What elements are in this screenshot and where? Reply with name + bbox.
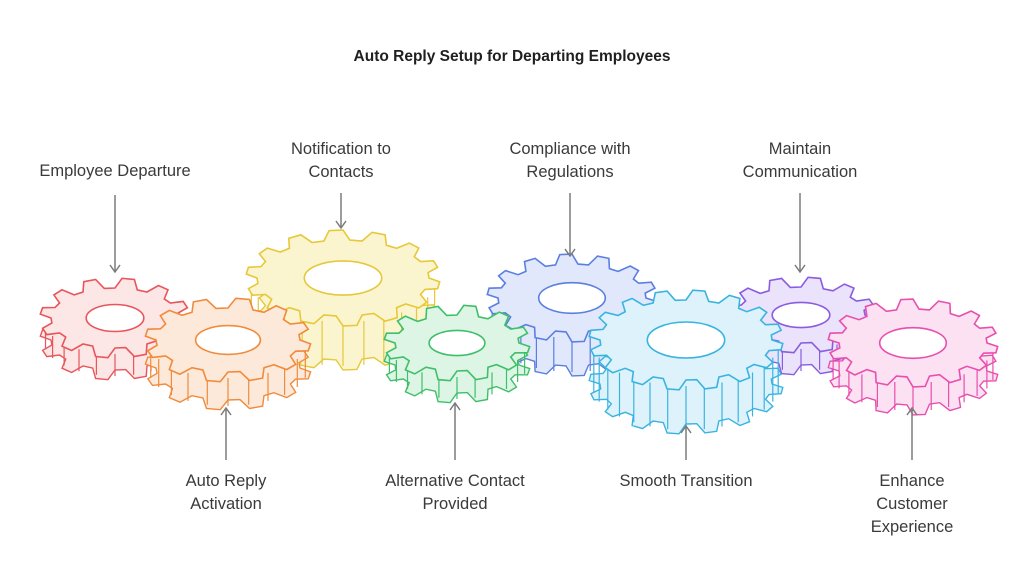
arrow-enhance-customer-experience (906, 406, 918, 460)
label-compliance-with-regulations: Compliance with Regulations (509, 140, 631, 181)
arrow-notification-to-contacts (335, 193, 347, 230)
arrow-alternative-contact-provided (449, 401, 461, 460)
label-smooth-transition: Smooth Transition (619, 472, 753, 490)
arrow-maintain-communication (794, 193, 806, 274)
gear-hub-compliance-with-regulations (537, 281, 607, 315)
gear-hub-alternative-contact-provided (428, 329, 486, 357)
gear-auto-reply-activation (144, 297, 312, 411)
gear-hub-enhance-customer-experience (878, 326, 948, 360)
label-auto-reply-activation: Auto Reply Activation (185, 472, 267, 513)
gear-smooth-transition (588, 289, 784, 435)
gear-alternative-contact-provided (383, 304, 531, 404)
label-notification-to-contacts: Notification to Contacts (291, 140, 391, 181)
arrow-auto-reply-activation (220, 406, 232, 460)
arrow-smooth-transition (680, 424, 692, 460)
arrow-employee-departure (109, 195, 121, 274)
gear-hub-maintain-communication (771, 301, 831, 329)
label-alternative-contact-provided: Alternative Contact Provided (385, 472, 525, 513)
gear-hub-auto-reply-activation (194, 324, 262, 356)
gear-hub-notification-to-contacts (303, 260, 383, 296)
label-enhance-customer-experience: Enhance Customer Experience (870, 472, 954, 536)
label-employee-departure: Employee Departure (39, 162, 191, 180)
gear-enhance-customer-experience (827, 298, 999, 416)
arrow-compliance-with-regulations (564, 193, 576, 258)
diagram-title: Auto Reply Setup for Departing Employees (353, 48, 671, 65)
gear-hub-smooth-transition (646, 321, 726, 359)
gear-hub-employee-departure (85, 303, 145, 333)
label-maintain-communication: Maintain Communication (742, 140, 858, 181)
